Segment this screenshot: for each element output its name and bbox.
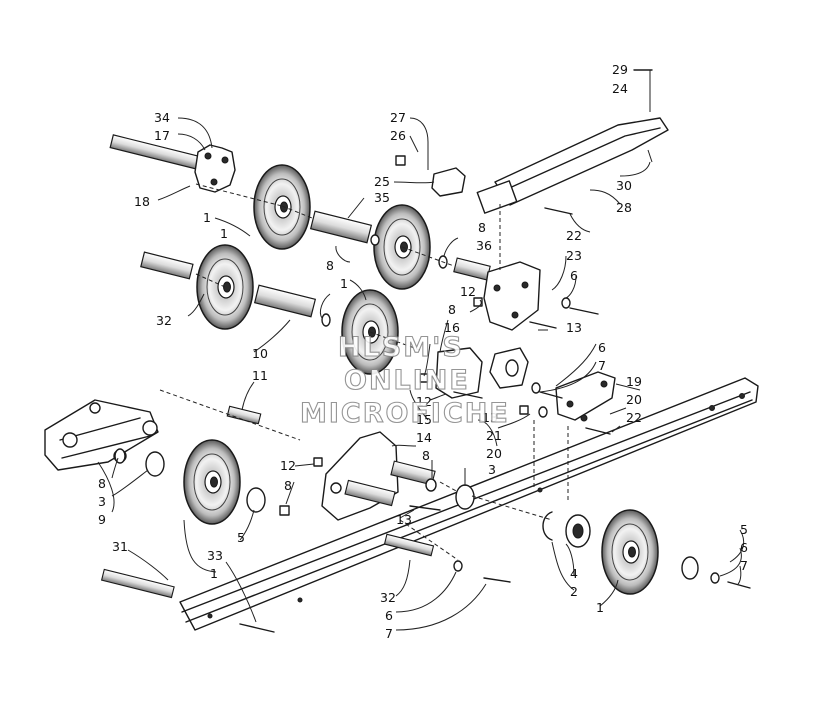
- callout-label: 8: [284, 478, 292, 493]
- callout-label: 31: [112, 539, 128, 554]
- wheel-lower-right: [601, 509, 659, 595]
- callout-label: 11: [252, 368, 268, 383]
- callout-label: 13: [566, 320, 582, 335]
- callout-label: 8: [98, 476, 106, 491]
- watermark-line-1: HLSM'S: [338, 332, 464, 363]
- callout-label: 22: [566, 228, 582, 243]
- shaft-31: [100, 568, 175, 599]
- callout-label: 35: [374, 190, 390, 205]
- callout-label: 5: [237, 530, 245, 545]
- callout-label: 10: [252, 346, 268, 361]
- callout-label: 12: [460, 284, 476, 299]
- callout-label: 6: [740, 540, 748, 555]
- bracket-19: [555, 371, 616, 422]
- rear-pivot-bracket: [44, 399, 159, 471]
- shaft-36: [453, 257, 491, 281]
- callout-label: 6: [598, 340, 606, 355]
- callout-label: 33: [207, 548, 223, 563]
- watermark-line-3: MICROFICHE: [300, 398, 510, 429]
- callout-label: 6: [385, 608, 393, 623]
- callout-label: 27: [390, 110, 406, 125]
- nuts: [279, 155, 529, 516]
- callout-label: 1: [220, 226, 228, 241]
- callout-label: 4: [570, 566, 578, 581]
- callout-label: 1: [596, 600, 604, 615]
- pivot-block-16: [435, 347, 529, 399]
- callout-label: 34: [154, 110, 170, 125]
- callout-label: 19: [626, 374, 642, 389]
- callout-label: 26: [390, 128, 406, 143]
- callout-label: 7: [598, 358, 606, 373]
- callout-label: 1: [210, 566, 218, 581]
- torque-arm: [476, 70, 669, 214]
- bracket-23: [483, 261, 541, 331]
- callout-label: 25: [374, 174, 390, 189]
- callout-label: 20: [486, 446, 502, 461]
- slide-rail: [179, 377, 759, 631]
- callout-label: 2: [570, 584, 578, 599]
- leaders: [97, 117, 745, 631]
- callout-label: 36: [476, 238, 492, 253]
- bracket-14: [321, 431, 436, 521]
- callout-label: 14: [416, 430, 432, 445]
- callout-label: 8: [478, 220, 486, 235]
- callout-label: 1: [203, 210, 211, 225]
- callout-label: 28: [616, 200, 632, 215]
- callout-label: 15: [416, 412, 432, 427]
- idler-wheels: [183, 164, 659, 595]
- callout-label: 12: [416, 394, 432, 409]
- wheel-upper-left: [253, 164, 311, 250]
- callout-label: 8: [448, 302, 456, 317]
- callout-labels: 29 24 27 26 34 17 18 25 35 30 28 22 1 8 …: [98, 62, 748, 641]
- shaft-32-lower: [383, 533, 435, 557]
- callout-label: 5: [740, 522, 748, 537]
- callout-label: 9: [98, 512, 106, 527]
- block-25: [431, 167, 466, 197]
- spacers: [145, 451, 591, 548]
- callout-label: 29: [612, 62, 628, 77]
- callout-label: 7: [385, 626, 393, 641]
- callout-label: 7: [740, 558, 748, 573]
- callout-label: 3: [488, 462, 496, 477]
- shaft-35: [309, 210, 373, 244]
- callout-label: 13: [396, 512, 412, 527]
- callout-label: 16: [444, 320, 460, 335]
- bolts: [239, 69, 751, 633]
- watermark: HLSM'S ONLINE MICROFICHE: [299, 331, 510, 429]
- callout-label: 32: [156, 313, 172, 328]
- callout-label: 13: [482, 410, 498, 425]
- shafts: [100, 134, 491, 599]
- callout-label: 21: [486, 428, 502, 443]
- wheel-lower-left: [183, 439, 241, 525]
- callout-label: 8: [326, 258, 334, 273]
- callout-label: 8: [422, 448, 430, 463]
- callout-label: 32: [380, 590, 396, 605]
- callout-label: 24: [612, 81, 628, 96]
- callout-label: 18: [134, 194, 150, 209]
- callout-label: 1: [340, 276, 348, 291]
- shaft-11: [226, 405, 262, 425]
- callout-label: 6: [570, 268, 578, 283]
- callout-label: 12: [280, 458, 296, 473]
- watermark-line-2: ONLINE: [344, 365, 470, 396]
- brackets: [194, 144, 616, 521]
- callout-label: 22: [626, 410, 642, 425]
- callout-label: 3: [98, 494, 106, 509]
- callout-label: 23: [566, 248, 582, 263]
- callout-label: 30: [616, 178, 632, 193]
- rail-holes: [207, 393, 745, 619]
- callout-label: 20: [626, 392, 642, 407]
- callout-label: 17: [154, 128, 170, 143]
- shaft-10: [253, 284, 317, 318]
- shaft-32-upper: [140, 251, 194, 280]
- bracket-17: [194, 144, 236, 193]
